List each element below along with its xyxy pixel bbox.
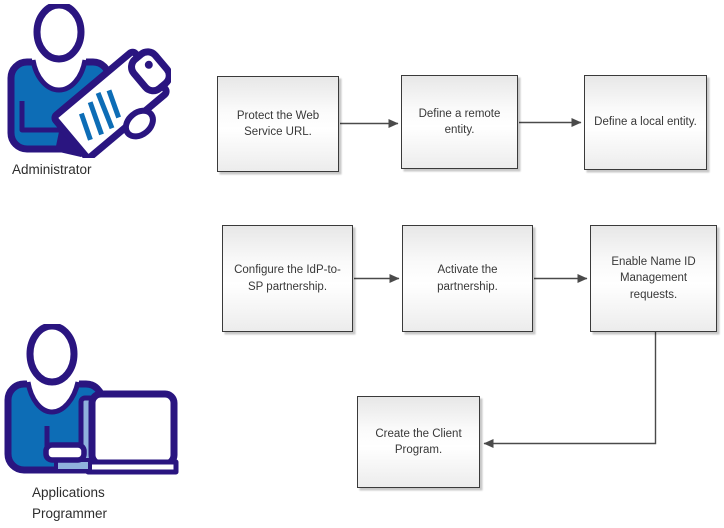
administrator-label: Administrator [12,162,92,177]
administrator-icon [3,1,173,161]
applications-programmer-label: Applications Programmer [32,485,108,521]
step-define-local-entity: Define a local entity. [584,75,707,170]
admin-head [33,1,85,63]
step-enable-name-id-management-requests: Enable Name ID Management requests. [590,225,717,332]
clipboard [51,48,173,161]
arrow-step6-to-step7 [483,332,657,448]
step-configure-idp-to-sp-partnership: Configure the IdP-to-SP partnership. [222,225,353,332]
programmer-head [26,322,78,386]
step-protect-web-service-url: Protect the Web Service URL. [217,76,339,172]
applications-programmer-icon [2,322,184,476]
step-define-remote-entity: Define a remote entity. [401,75,518,169]
step-activate-partnership: Activate the partnership. [402,225,533,332]
step-create-client-program: Create the Client Program. [357,396,480,488]
